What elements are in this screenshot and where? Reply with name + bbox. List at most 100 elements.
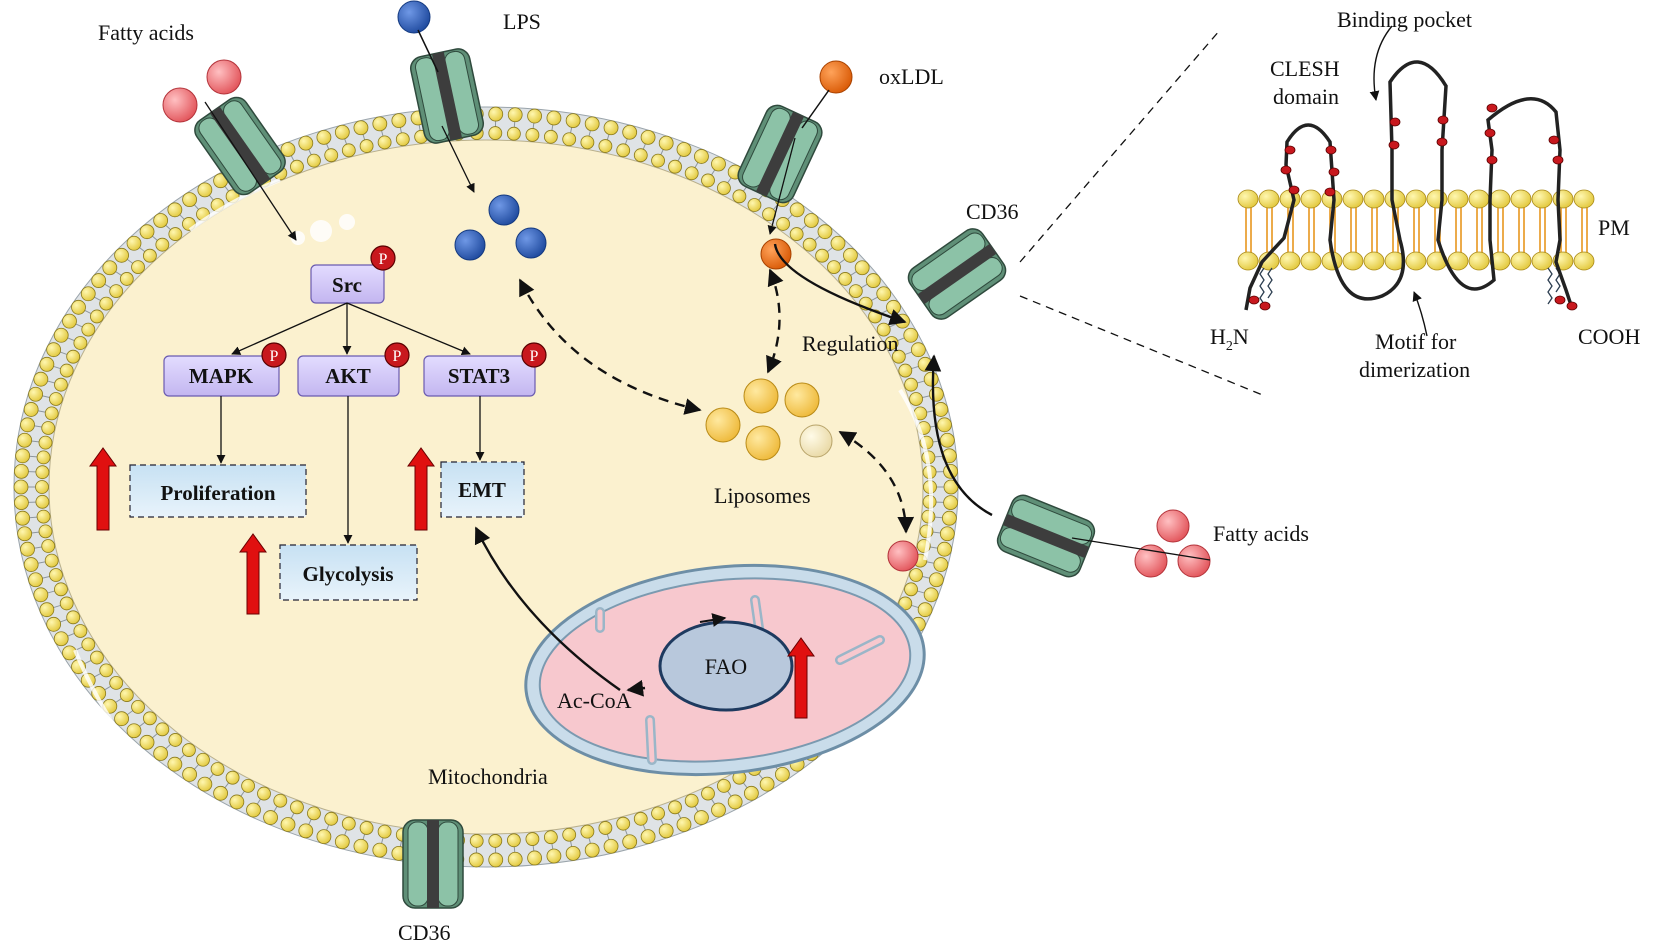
lipid-head: [353, 120, 369, 136]
motif-pointer: [1412, 291, 1428, 337]
lipid-head: [316, 829, 332, 845]
inset-head: [1447, 189, 1469, 209]
lipid-head: [59, 596, 74, 611]
motif-label-1: Motif for: [1375, 329, 1457, 354]
fatty-acids-right-cluster: [1134, 509, 1211, 578]
lipid-head: [904, 582, 918, 597]
cd36-channel: [409, 48, 485, 144]
regulation-label: Regulation: [802, 331, 899, 356]
red-residue: [1486, 103, 1498, 113]
lipid-head: [701, 173, 715, 188]
lipid-head: [684, 166, 699, 181]
lipid-head: [197, 776, 213, 792]
lipid-head: [20, 417, 35, 433]
ac-coa-label: Ac-CoA: [557, 688, 632, 713]
lipid-head: [13, 479, 29, 495]
phospho-src: P: [379, 251, 388, 268]
lipid-head: [488, 106, 504, 122]
inset-head: [1363, 251, 1385, 271]
lipid-head: [848, 284, 863, 298]
red-residue: [1280, 165, 1292, 175]
inset-head: [1405, 251, 1427, 271]
binding-pocket-label: Binding pocket: [1337, 7, 1472, 32]
lipid-head: [225, 770, 240, 785]
lipid-head: [41, 421, 56, 435]
lipid-head: [701, 786, 715, 801]
lipid-head: [584, 842, 600, 858]
lipid-head: [35, 465, 50, 480]
lipid-head: [273, 793, 288, 808]
lipid-head: [933, 557, 949, 572]
lipid-head: [39, 356, 55, 372]
lipid-head: [904, 377, 918, 392]
mitochondria-label: Mitochondria: [428, 764, 548, 789]
lipid-head: [334, 124, 350, 140]
lipid-head: [17, 432, 33, 448]
inset-head: [1342, 189, 1364, 209]
inset-head: [1237, 251, 1259, 271]
lipid-head: [941, 510, 957, 526]
lipid-head: [803, 213, 819, 228]
lipid-head: [923, 587, 939, 603]
lipid-head: [640, 129, 656, 145]
binding-pocket-pointer: [1369, 25, 1393, 101]
fatty-acids-top-cluster: [162, 59, 242, 123]
lipid-head: [943, 495, 958, 511]
lipid-head: [622, 124, 638, 140]
lipid-head: [759, 776, 775, 792]
lipid-head: [334, 834, 350, 850]
lipid-head: [71, 299, 86, 315]
lipid-head: [59, 363, 74, 378]
lipid-head: [36, 450, 51, 465]
lipid-head: [153, 213, 169, 228]
red-residue: [1388, 140, 1400, 150]
lipid-head: [543, 830, 558, 845]
lipid-head: [139, 224, 155, 240]
lipid-head: [633, 811, 648, 826]
cd36-channel: [907, 228, 1007, 320]
lipid-head: [341, 816, 356, 831]
lipid-head: [884, 336, 899, 350]
lipid-head: [153, 746, 169, 761]
lipid-head: [527, 108, 543, 124]
lipid-head: [28, 572, 44, 588]
lipid-head: [658, 135, 674, 151]
lipid-head: [210, 762, 225, 776]
lipid-head: [651, 806, 665, 821]
red-residue: [1437, 115, 1449, 125]
lipid-head: [598, 821, 613, 835]
lipid-head: [584, 116, 600, 132]
lps-stem: [417, 29, 439, 73]
lipid-head: [168, 733, 183, 747]
lipid-head: [909, 392, 923, 406]
inset-head: [1279, 251, 1301, 271]
lipid-head: [838, 272, 853, 286]
lipid-head: [196, 752, 210, 767]
cd36-inset: [1237, 25, 1595, 337]
lipid-head: [168, 227, 183, 241]
lipid-head: [324, 148, 339, 163]
inset-head: [1468, 251, 1490, 271]
signaling-boxes: [163, 264, 536, 397]
lipid-head: [923, 371, 939, 387]
lipid-head: [119, 688, 134, 702]
lipid-head: [280, 142, 296, 157]
emt-label: EMT: [458, 478, 506, 502]
lipid-head: [131, 260, 145, 275]
red-residue: [1259, 301, 1271, 311]
inset-head: [1426, 189, 1448, 209]
lipid-head: [66, 349, 81, 364]
up-arrow: [407, 447, 435, 531]
lipid-head: [62, 313, 77, 329]
inset-head: [1468, 189, 1490, 209]
lipid-head: [876, 286, 892, 302]
motif-label-2: dimerization: [1359, 357, 1470, 382]
upregulation-arrows: [89, 447, 815, 719]
lipid-head: [14, 463, 29, 479]
red-residue: [1328, 167, 1340, 177]
lipid-head: [90, 650, 104, 665]
lipid-head: [167, 202, 183, 218]
lipid-head: [580, 824, 595, 839]
cooh-label: COOH: [1578, 324, 1640, 349]
lipid-head: [743, 785, 759, 801]
